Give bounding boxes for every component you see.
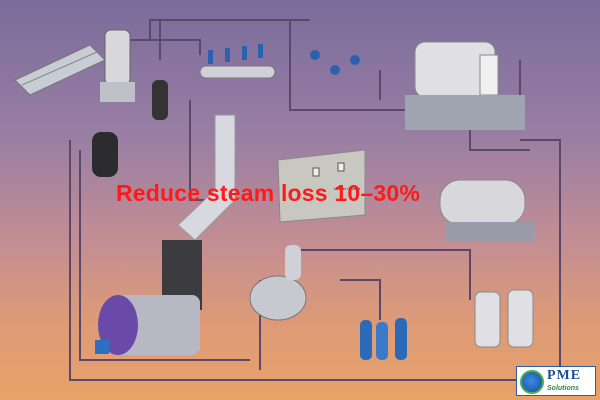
control-panel-label: Master Control [334, 186, 361, 191]
solar-collector [14, 44, 106, 96]
logo-brand: PME [547, 368, 582, 383]
condensate-tank [439, 179, 535, 242]
control-panel [277, 149, 366, 223]
headline: Reduce steam loss 10–30% [116, 180, 420, 206]
flash-vessel [249, 245, 307, 321]
pme-solutions-logo: PME Solutions [516, 366, 596, 396]
valve-station [310, 50, 360, 75]
main-boiler [95, 295, 200, 355]
logo-subtitle: Solutions [547, 385, 579, 392]
deaerator-tank [100, 29, 135, 102]
blowdown-vessel [92, 132, 118, 177]
steam-generator [405, 41, 525, 130]
hot-water-tanks [474, 289, 534, 348]
water-treatment [360, 318, 407, 360]
recycle-globe-icon [520, 370, 544, 394]
steam-header [199, 44, 276, 79]
small-vessel [152, 80, 168, 120]
chimney-stack [177, 114, 236, 241]
